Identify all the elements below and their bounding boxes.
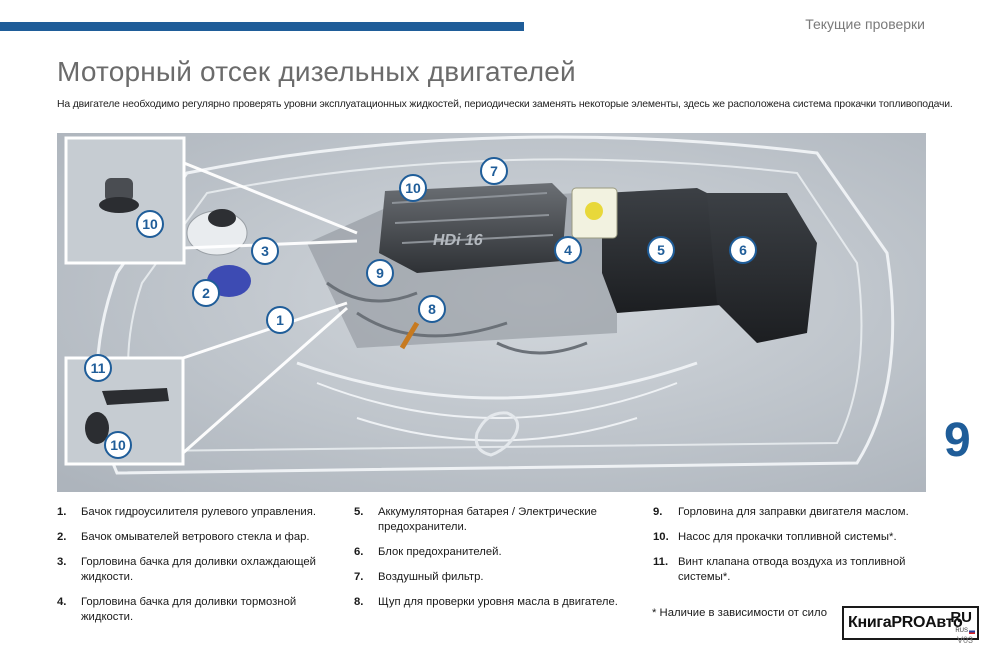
svg-text:5: 5	[657, 242, 665, 258]
watermark-logo[interactable]: КнигаPROАвто RU RUS	[842, 606, 979, 640]
lion-emblem	[474, 411, 520, 457]
svg-text:11: 11	[91, 360, 106, 376]
callout-3: 3	[251, 237, 279, 265]
callout-10-inset-top: 10	[136, 210, 164, 238]
svg-text:10: 10	[110, 437, 126, 453]
callout-10-cover: 10	[399, 174, 427, 202]
callout-7: 7	[480, 157, 508, 185]
page-title: Моторный отсек дизельных двигателей	[57, 56, 576, 87]
svg-text:9: 9	[376, 265, 384, 281]
engine-cover	[379, 183, 567, 273]
legend-item: 4.Горловина бачка для доливки тормозной …	[57, 596, 297, 623]
callout-2: 2	[192, 279, 220, 307]
legend-column-2: 5.Аккумуляторная батарея / Электрические…	[354, 505, 634, 620]
footnote: * Наличие в зависимости от сило	[652, 607, 827, 619]
legend-item: 6.Блок предохранителей.	[354, 546, 502, 558]
svg-text:8: 8	[428, 301, 436, 317]
logo-rus: RUS	[955, 628, 968, 634]
svg-text:6: 6	[739, 242, 747, 258]
legend-column-3: 9.Горловина для заправки двигателя масло…	[653, 505, 943, 595]
logo-text: КнигаPROАвто	[848, 614, 963, 631]
logo-ru: RU	[950, 609, 972, 626]
legend-item: 9.Горловина для заправки двигателя масло…	[653, 506, 909, 518]
legend-item: 2.Бачок омывателей ветрового стекла и фа…	[57, 531, 310, 543]
callout-5: 5	[647, 236, 675, 264]
callout-1: 1	[266, 306, 294, 334]
intro-text: На двигателе необходимо регулярно провер…	[57, 99, 953, 110]
callout-10-inset-bottom: 10	[104, 431, 132, 459]
flag-icon	[969, 629, 975, 634]
legend-item: 11.Винт клапана отвода воздуха из топлив…	[653, 556, 906, 583]
legend-item: 5.Аккумуляторная батарея / Электрические…	[354, 506, 597, 533]
callout-8: 8	[418, 295, 446, 323]
fuse-box	[707, 193, 817, 343]
section-title: Текущие проверки	[805, 16, 925, 32]
inset-pump-top	[64, 136, 186, 265]
svg-text:7: 7	[490, 163, 498, 179]
svg-text:1: 1	[276, 312, 284, 328]
logo-tail: V03	[957, 635, 974, 645]
oil-dipstick	[399, 321, 420, 350]
legend-item: 10.Насос для прокачки топливной системы*…	[653, 531, 897, 543]
svg-text:3: 3	[261, 243, 269, 259]
legend-item: 1.Бачок гидроусилителя рулевого управлен…	[57, 506, 316, 518]
svg-text:10: 10	[142, 216, 158, 232]
legend-item: 7.Воздушный фильтр.	[354, 571, 484, 583]
callout-11: 11	[84, 354, 112, 382]
top-accent-bar	[0, 22, 524, 31]
engine-cover-label: HDi 16	[432, 231, 485, 249]
callout-9: 9	[366, 259, 394, 287]
callout-4: 4	[554, 236, 582, 264]
legend-item: 8.Щуп для проверки уровня масла в двигат…	[354, 596, 618, 608]
svg-text:2: 2	[202, 285, 210, 301]
engine-bay-illustration: HDi 16 10 3 2 1 10 7 9 8	[57, 133, 926, 492]
legend-item: 3.Горловина бачка для доливки охлаждающе…	[57, 556, 316, 583]
legend-column-1: 1.Бачок гидроусилителя рулевого управлен…	[57, 505, 337, 635]
svg-text:10: 10	[405, 180, 421, 196]
svg-text:4: 4	[564, 242, 572, 258]
callout-6: 6	[729, 236, 757, 264]
chapter-number: 9	[944, 414, 971, 467]
